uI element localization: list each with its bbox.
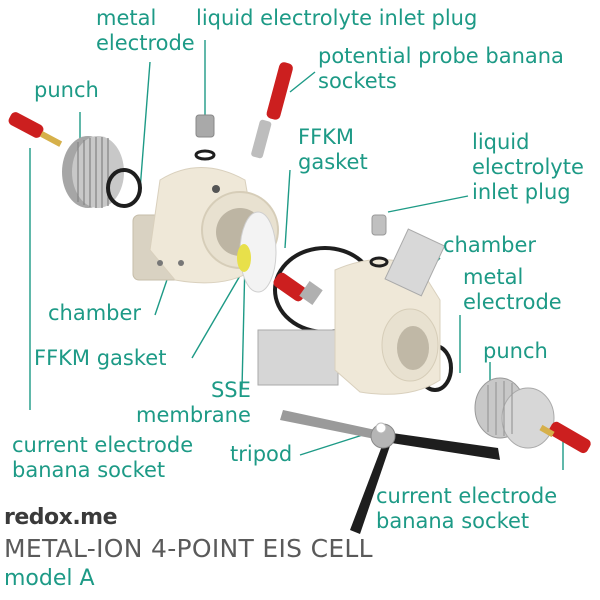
leader-sse [241, 259, 246, 389]
right-inlet-plug [369, 214, 389, 268]
leader-ffkm-left [191, 261, 249, 359]
leader-probe-socket [289, 71, 316, 93]
top-probe-socket [251, 62, 293, 159]
right-banana-plug [539, 421, 591, 454]
label-sse-membrane: SSE membrane [136, 378, 251, 427]
label-tripod: tripod [230, 442, 293, 466]
leader-inlet-plug-right [387, 195, 469, 213]
label-ffkm-gasket-left: FFKM gasket [34, 346, 167, 370]
label-potential-probe: potential probe banana sockets [318, 44, 564, 93]
right-chamber [257, 228, 446, 395]
brand-logo: redox.me [4, 505, 118, 530]
label-chamber-right: chamber [443, 233, 537, 257]
label-chamber-left: chamber [48, 301, 142, 325]
label-metal-electrode-top: metal electrode [96, 6, 195, 55]
label-current-electrode-right: current electrode banana socket [376, 484, 558, 533]
label-liquid-inlet-right: liquid electrolyte inlet plug [472, 130, 584, 204]
label-ffkm-gasket-top: FFKM gasket [298, 125, 368, 174]
membrane-and-gasket [237, 211, 277, 293]
label-punch-right: punch [483, 339, 548, 363]
label-punch-left: punch [34, 78, 99, 102]
label-metal-electrode-right: metal electrode [463, 265, 562, 314]
label-current-electrode-left: current electrode banana socket [12, 433, 194, 482]
leader-metal-electrode-top [139, 61, 151, 191]
tripod [280, 410, 500, 534]
top-inlet-plug [194, 114, 216, 161]
left-banana-plug [8, 112, 63, 147]
label-liquid-inlet-top: liquid electrolyte inlet plug [196, 6, 478, 30]
product-model: model A [4, 566, 95, 591]
right-punch [474, 377, 555, 449]
leader-ffkm-top [284, 169, 291, 249]
left-punch [62, 136, 142, 208]
right-probe-socket [273, 272, 323, 305]
product-title: METAL-ION 4-POINT EIS CELL [4, 534, 373, 563]
